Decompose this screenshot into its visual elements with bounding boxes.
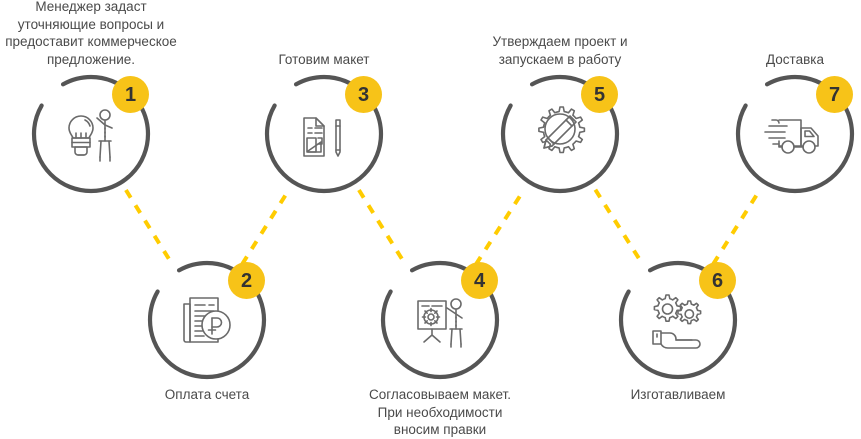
gear-pencil-icon bbox=[524, 98, 596, 170]
step-number-badge: 5 bbox=[581, 76, 618, 113]
connector-3-to-4 bbox=[357, 188, 407, 266]
step-caption-1: Менеджер задаст уточняющие вопросы и предо… bbox=[0, 0, 206, 68]
delivery-truck-icon bbox=[759, 98, 831, 170]
step-caption-4: Согласовываем макет. При необходимости вно… bbox=[325, 386, 555, 439]
ring-outline bbox=[735, 74, 855, 194]
step-caption-7: Доставка bbox=[680, 51, 861, 69]
caption-line: Оплата счета bbox=[164, 387, 250, 402]
step-caption-6: Изготавливаем bbox=[563, 386, 793, 404]
step-circle-2: 2 bbox=[146, 259, 268, 381]
invoice-ruble-icon bbox=[171, 284, 243, 356]
lightbulb-person-icon bbox=[55, 98, 127, 170]
caption-line: Согласовываем макет. bbox=[369, 387, 511, 402]
connector-6-to-7 bbox=[711, 188, 762, 266]
hand-gears-icon bbox=[642, 284, 714, 356]
step-number-badge: 6 bbox=[699, 262, 736, 299]
step-circle-6: 6 bbox=[617, 259, 739, 381]
step-number-badge: 4 bbox=[461, 262, 498, 299]
connector-2-to-3 bbox=[240, 188, 291, 266]
caption-line: При необходимости bbox=[377, 404, 503, 420]
caption-line: Доставка bbox=[766, 51, 824, 67]
step-circle-5: 5 bbox=[499, 73, 621, 195]
caption-line: Изготавливаем bbox=[630, 387, 726, 402]
step-caption-2: Оплата счета bbox=[92, 386, 322, 404]
presentation-person-icon bbox=[404, 284, 476, 356]
caption-line: предоставит коммерческое bbox=[5, 34, 177, 49]
ring-outline bbox=[147, 260, 267, 380]
step-circle-4: 4 bbox=[379, 259, 501, 381]
caption-line: запускаем в работу bbox=[498, 51, 622, 67]
caption-line: вносим правки bbox=[393, 422, 487, 437]
caption-line: Утверждаем проект и bbox=[492, 34, 628, 49]
step-number-badge: 7 bbox=[816, 76, 853, 113]
step-caption-5: Утверждаем проект и запускаем в работу bbox=[445, 33, 675, 68]
step-circle-3: 3 bbox=[263, 73, 385, 195]
connector-5-to-6 bbox=[593, 188, 645, 266]
caption-line: Менеджер задаст bbox=[35, 0, 147, 14]
caption-line: уточняющие вопросы и bbox=[17, 16, 165, 32]
ring-outline bbox=[380, 260, 500, 380]
step-number-badge: 2 bbox=[228, 262, 265, 299]
step-number-badge: 3 bbox=[345, 76, 382, 113]
caption-line: Готовим макет bbox=[278, 51, 370, 67]
connector-1-to-2 bbox=[124, 188, 174, 266]
step-caption-3: Готовим макет bbox=[209, 51, 439, 69]
blueprint-pencil-icon bbox=[288, 98, 360, 170]
ring-outline bbox=[618, 260, 738, 380]
step-circle-7: 7 bbox=[734, 73, 856, 195]
connector-4-to-5 bbox=[474, 188, 526, 266]
step-number-badge: 1 bbox=[112, 76, 149, 113]
ring-outline bbox=[264, 74, 384, 194]
ring-outline bbox=[31, 74, 151, 194]
ring-outline bbox=[500, 74, 620, 194]
caption-line: предложение. bbox=[46, 51, 136, 67]
step-circle-1: 1 bbox=[30, 73, 152, 195]
